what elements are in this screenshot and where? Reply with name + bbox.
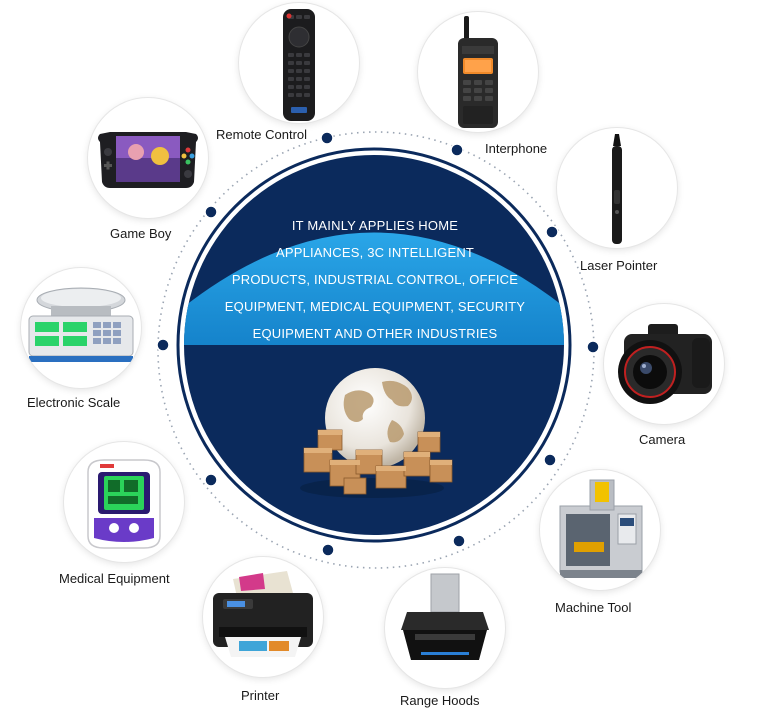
range-hoods-node [385, 568, 505, 688]
printer-icon [213, 571, 313, 657]
range-hood-icon [401, 573, 489, 660]
machine-tool-icon [559, 479, 643, 578]
orbit-dot [204, 205, 218, 219]
camera-icon [618, 324, 712, 404]
camera-node [604, 304, 724, 424]
orbit-dot [450, 143, 464, 157]
center-line: EQUIPMENT AND OTHER INDUSTRIES [252, 326, 498, 341]
game-boy-node [88, 98, 208, 218]
label-electronic-scale: Electronic Scale [27, 395, 121, 410]
handheld-console-icon [98, 132, 198, 188]
label-camera: Camera [639, 432, 686, 447]
label-laser-pointer: Laser Pointer [580, 258, 658, 273]
label-interphone: Interphone [485, 141, 548, 156]
label-machine-tool: Machine Tool [555, 600, 632, 615]
remote-control-node [239, 3, 359, 123]
electronic-scale-node [21, 268, 141, 388]
orbit-dot [321, 543, 335, 557]
laser-pointer-icon [612, 134, 622, 244]
center-line: PRODUCTS, INDUSTRIAL CONTROL, OFFICE [231, 272, 519, 287]
orbit-dot [452, 534, 466, 548]
orbit-dot [543, 453, 557, 467]
center-line: EQUIPMENT, MEDICAL EQUIPMENT, SECURITY [224, 299, 526, 314]
orbit-dot [156, 338, 170, 352]
orbit-dot [545, 225, 559, 239]
remote-control-icon [283, 9, 315, 121]
label-game-boy: Game Boy [110, 226, 172, 241]
label-printer: Printer [241, 688, 280, 703]
blood-pressure-monitor-icon [87, 459, 161, 549]
walkie-talkie-icon [458, 16, 498, 128]
interphone-node [418, 12, 538, 132]
orbit-dot [320, 131, 334, 145]
center-blue-band [184, 232, 564, 345]
orbit-dot [586, 340, 600, 354]
center-description: IT MAINLY APPLIES HOME APPLIANCES, 3C IN… [205, 212, 545, 347]
medical-equipment-node [64, 442, 184, 562]
electronic-scale-icon [28, 287, 134, 362]
label-remote-control: Remote Control [216, 127, 308, 142]
label-medical-equipment: Medical Equipment [59, 571, 170, 586]
label-range-hoods: Range Hoods [400, 693, 480, 708]
printer-node [203, 557, 323, 677]
machine-tool-node [540, 470, 660, 590]
orbit-dot [204, 473, 218, 487]
laser-pointer-node [557, 128, 677, 248]
center-line: APPLIANCES, 3C INTELLIGENT [275, 245, 475, 260]
center-line: IT MAINLY APPLIES HOME [291, 218, 459, 233]
globe-boxes-icon [300, 368, 453, 498]
